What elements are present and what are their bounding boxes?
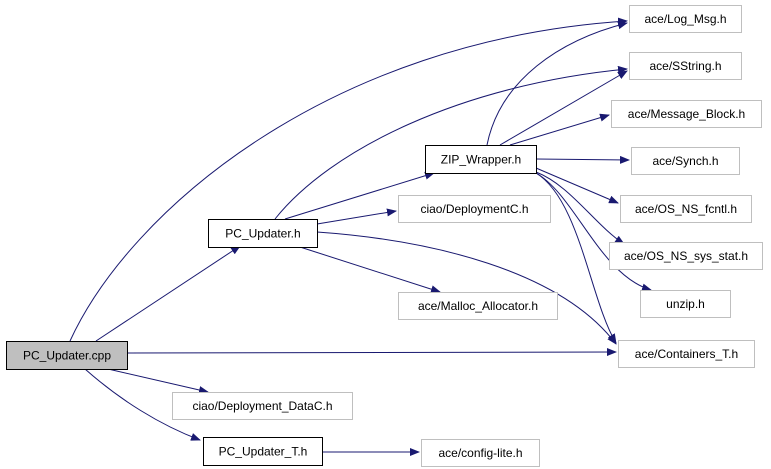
edge-pc_updater_h-to-zip_wrapper_h xyxy=(284,171,435,220)
edge-pc_updater_cpp-to-log_msg_h xyxy=(69,17,628,342)
node-box-pc_updater_cpp xyxy=(6,341,128,370)
edge-pc_updater_h-to-malloc_allocator_h xyxy=(299,246,441,294)
edge-zip_wrapper_h-to-log_msg_h xyxy=(486,21,628,146)
node-box-os_ns_fcntl_h xyxy=(620,195,752,223)
node-box-sstring_h xyxy=(629,52,742,80)
node-pc_updater_t_h[interactable]: PC_Updater_T.h xyxy=(203,437,323,466)
node-label-synch_h: ace/Synch.h xyxy=(652,154,718,168)
edges-layer xyxy=(69,17,652,456)
edge-zip_wrapper_h-to-sstring_h xyxy=(499,70,628,146)
node-label-zip_wrapper_h: ZIP_Wrapper.h xyxy=(441,153,521,167)
node-label-malloc_allocator_h: ace/Malloc_Allocator.h xyxy=(418,299,538,313)
node-box-pc_updater_h xyxy=(208,219,318,248)
nodes-layer: PC_Updater.cpp PC_Updater.h ZIP_Wrapper.hP… xyxy=(6,5,763,467)
edge-zip_wrapper_h-to-message_block_h xyxy=(509,113,610,146)
node-synch_h[interactable]: ace/Synch.h xyxy=(631,147,740,175)
node-config_lite_h[interactable]: ace/config-lite.h xyxy=(421,439,540,467)
node-label-os_ns_fcntl_h: ace/OS_NS_fcntl.h xyxy=(635,202,737,216)
node-unzip_h[interactable]: unzip.h xyxy=(640,290,731,318)
node-box-deployment_datac_h xyxy=(172,392,353,420)
node-box-message_block_h xyxy=(611,100,762,128)
edge-zip_wrapper_h-to-os_ns_fcntl_h xyxy=(535,167,619,204)
node-label-pc_updater_cpp: PC_Updater.cpp xyxy=(23,349,111,363)
edge-zip_wrapper_h-to-containers_t_h xyxy=(535,172,617,344)
node-box-zip_wrapper_h xyxy=(425,145,537,174)
node-box-deploymentc_h xyxy=(398,195,551,223)
node-pc_updater_h[interactable]: PC_Updater.h xyxy=(208,219,318,248)
node-box-unzip_h xyxy=(640,290,731,318)
node-box-containers_t_h xyxy=(618,340,755,368)
node-label-config_lite_h: ace/config-lite.h xyxy=(438,446,522,460)
node-label-deployment_datac_h: ciao/Deployment_DataC.h xyxy=(192,399,332,413)
node-deploymentc_h[interactable]: ciao/DeploymentC.h xyxy=(398,195,551,223)
edge-pc_updater_h-to-sstring_h xyxy=(274,65,628,220)
node-containers_t_h[interactable]: ace/Containers_T.h xyxy=(618,340,755,368)
node-log_msg_h[interactable]: ace/Log_Msg.h xyxy=(629,5,742,33)
node-malloc_allocator_h[interactable]: ace/Malloc_Allocator.h xyxy=(398,292,558,320)
node-zip_wrapper_h[interactable]: ZIP_Wrapper.h xyxy=(425,145,537,174)
node-box-log_msg_h xyxy=(629,5,742,33)
edge-zip_wrapper_h-to-synch_h xyxy=(535,155,630,164)
edge-zip_wrapper_h-to-unzip_h xyxy=(535,172,652,292)
node-sstring_h[interactable]: ace/SString.h xyxy=(629,52,742,80)
node-box-synch_h xyxy=(631,147,740,175)
node-label-unzip_h: unzip.h xyxy=(666,297,705,311)
node-label-deploymentc_h: ciao/DeploymentC.h xyxy=(420,202,528,216)
edge-zip_wrapper_h-to-os_ns_sys_stat_h xyxy=(535,171,625,245)
node-os_ns_sys_stat_h[interactable]: ace/OS_NS_sys_stat.h xyxy=(609,242,763,270)
node-box-os_ns_sys_stat_h xyxy=(609,242,763,270)
node-message_block_h[interactable]: ace/Message_Block.h xyxy=(611,100,762,128)
node-os_ns_fcntl_h[interactable]: ace/OS_NS_fcntl.h xyxy=(620,195,752,223)
node-box-malloc_allocator_h xyxy=(398,292,558,320)
node-label-message_block_h: ace/Message_Block.h xyxy=(628,107,745,121)
edge-pc_updater_cpp-to-containers_t_h xyxy=(126,348,617,357)
node-label-sstring_h: ace/SString.h xyxy=(649,59,721,73)
edge-pc_updater_h-to-containers_t_h xyxy=(316,231,617,345)
node-label-log_msg_h: ace/Log_Msg.h xyxy=(644,12,726,26)
edge-pc_updater_cpp-to-pc_updater_h xyxy=(95,245,241,342)
node-box-pc_updater_t_h xyxy=(203,437,323,466)
node-pc_updater_cpp[interactable]: PC_Updater.cpp xyxy=(6,341,128,370)
node-label-pc_updater_t_h: PC_Updater_T.h xyxy=(219,445,308,459)
node-label-containers_t_h: ace/Containers_T.h xyxy=(635,347,738,361)
edge-pc_updater_cpp-to-deployment_datac_h xyxy=(107,368,209,394)
node-label-os_ns_sys_stat_h: ace/OS_NS_sys_stat.h xyxy=(624,249,748,263)
edge-pc_updater_h-to-deploymentc_h xyxy=(316,208,397,225)
node-box-config_lite_h xyxy=(421,439,540,467)
edge-pc_updater_cpp-to-pc_updater_t_h xyxy=(84,368,201,441)
node-label-pc_updater_h: PC_Updater.h xyxy=(225,227,300,241)
node-deployment_datac_h[interactable]: ciao/Deployment_DataC.h xyxy=(172,392,353,420)
